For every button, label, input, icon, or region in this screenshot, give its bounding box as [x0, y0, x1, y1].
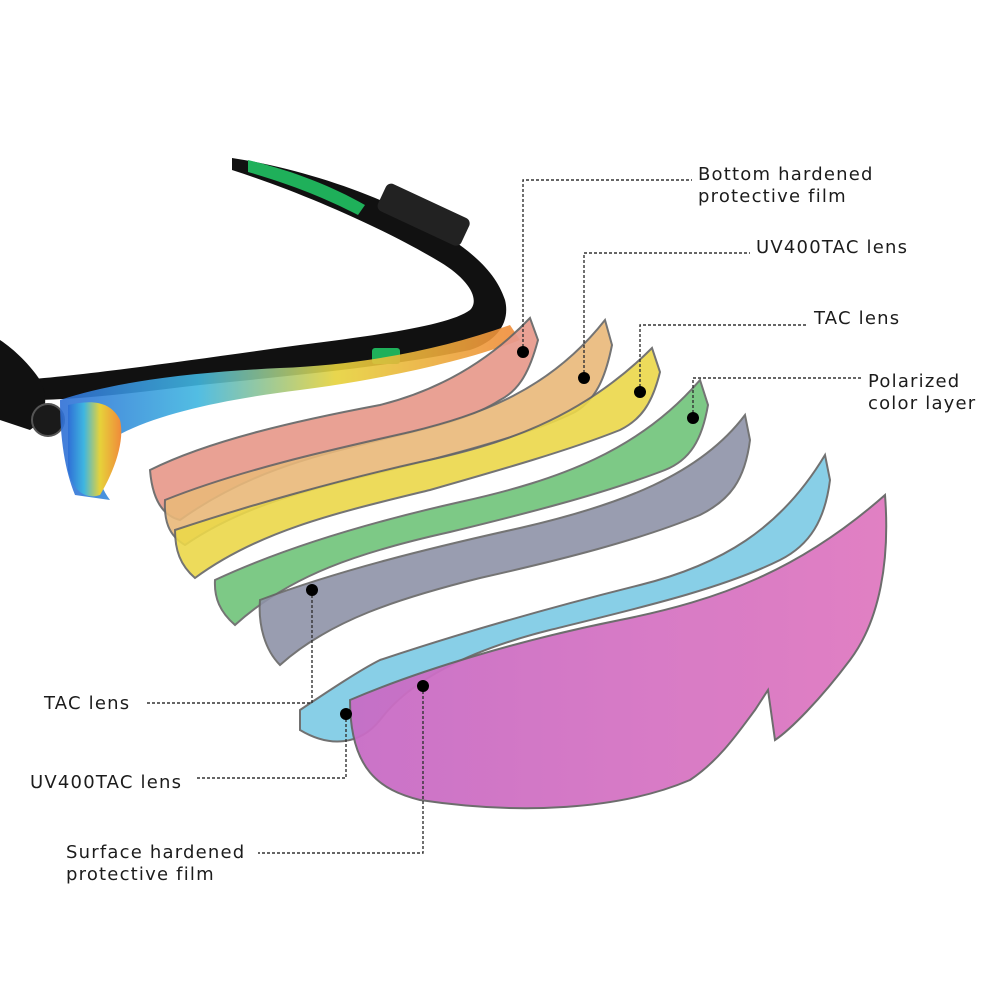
lens-layers [148, 316, 888, 810]
leader-polarized [692, 377, 862, 418]
dot-uv400-top [578, 372, 590, 384]
layer-tac-top [173, 346, 662, 580]
label-tac-top: TAC lens [814, 308, 901, 329]
dot-bottom-film [517, 346, 529, 358]
label-polarized: Polarized color layer [868, 371, 976, 415]
label-polarized-line2: color layer [868, 393, 977, 414]
label-surface-film: Surface hardened protective film [66, 842, 245, 886]
hinge-block [377, 183, 470, 246]
leader-lines [145, 179, 862, 854]
logo-badge [31, 403, 65, 437]
label-bottom-film-line1: Bottom hardened [698, 164, 874, 185]
dot-tac-top [634, 386, 646, 398]
label-polarized-line1: Polarized [868, 371, 961, 392]
label-uv400-top: UV400TAC lens [756, 237, 909, 258]
leader-bottom-film [522, 179, 692, 352]
frame-group [0, 158, 520, 500]
leader-uv400-top [583, 252, 750, 378]
label-bottom-film: Bottom hardened protective film [698, 164, 874, 208]
dot-tac-bottom [306, 584, 318, 596]
label-surface-film-line1: Surface hardened [66, 842, 246, 863]
temple-arm [20, 158, 507, 400]
left-temple-stub [0, 340, 46, 430]
label-tac-bottom: TAC lens [44, 693, 131, 714]
temple-accent [248, 160, 365, 215]
dot-surface-film [417, 680, 429, 692]
leader-tac-bottom [145, 590, 313, 704]
layer-surface-film [348, 492, 888, 810]
layer-tac-bottom [258, 412, 752, 667]
leader-uv400-bottom [195, 714, 347, 779]
label-uv400-bottom: UV400TAC lens [30, 772, 183, 793]
leader-surface-film [258, 686, 424, 854]
label-surface-film-line2: protective film [66, 864, 215, 885]
dot-polarized [687, 412, 699, 424]
leader-tac-top [639, 324, 808, 392]
pointer-dots [306, 346, 699, 720]
label-bottom-film-line2: protective film [698, 186, 847, 207]
frame-front-lens [60, 325, 520, 500]
layer-polarized [213, 377, 710, 627]
dot-uv400-bottom [340, 708, 352, 720]
mirror-lens-left [68, 402, 122, 497]
